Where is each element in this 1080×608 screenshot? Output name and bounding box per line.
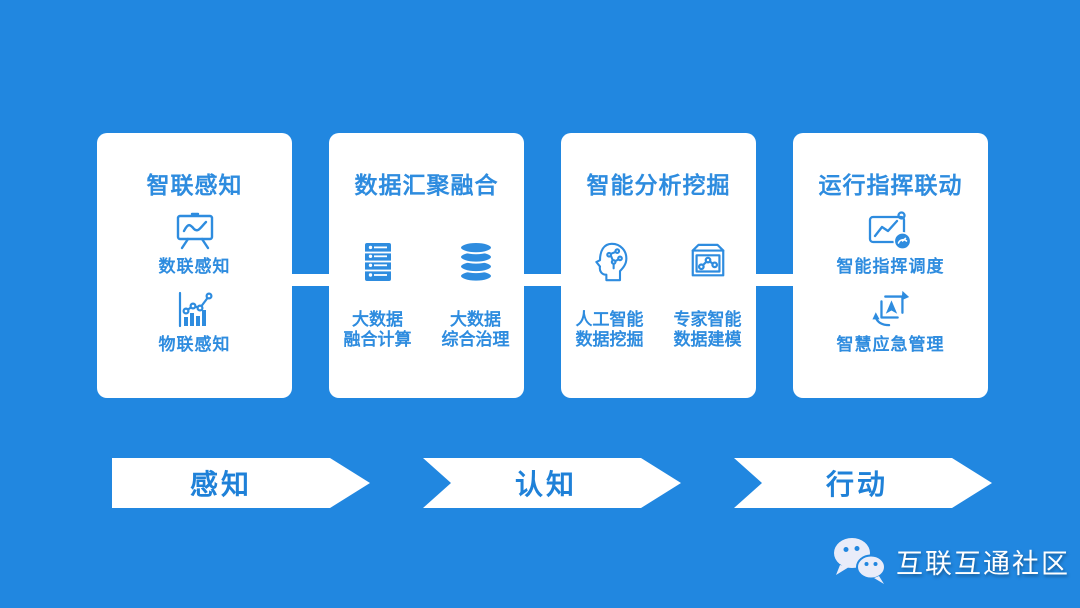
server-rack-icon (361, 242, 395, 282)
watermark: 互联互通社区 (830, 534, 1070, 588)
item-label: 大数据 综合治理 (441, 310, 510, 349)
card-item: 智慧应急管理 (837, 276, 945, 354)
flow-arrow-cognize: 认知 (423, 458, 681, 508)
card-item: 数联感知 (159, 198, 231, 276)
card-item: 物联感知 (159, 276, 231, 354)
model-box-icon (686, 242, 730, 282)
wechat-icon (830, 534, 888, 588)
card-command-linkage: 运行指挥联动 智能指挥调度 智慧应急管理 (793, 133, 988, 398)
card-columns: 大数据 融合计算 大数据 综合治理 (334, 198, 520, 350)
card-item: 大数据 融合计算 (334, 198, 422, 350)
command-dashboard-icon (868, 211, 913, 250)
ai-head-icon (590, 242, 630, 282)
card-title: 数据汇聚融合 (354, 172, 499, 198)
card-perception: 智联感知 数联感知 (97, 133, 292, 398)
watermark-text: 互联互通社区 (896, 548, 1070, 579)
flow-arrow-label: 感知 (189, 469, 252, 500)
card-item: 大数据 综合治理 (432, 198, 520, 350)
card-item: 人工智能 数据挖掘 (566, 198, 654, 350)
growth-chart-icon (175, 290, 215, 328)
item-label: 物联感知 (158, 335, 231, 354)
flow-arrow-act: 行动 (734, 458, 992, 508)
flow-arrow-label: 行动 (825, 469, 888, 500)
card-title: 智联感知 (146, 172, 243, 198)
card-connector (524, 274, 561, 286)
database-icon (456, 241, 496, 283)
item-label: 数联感知 (158, 257, 231, 276)
flow-arrow-label: 认知 (514, 469, 577, 500)
card-item: 智能指挥调度 (837, 198, 945, 276)
item-label: 智慧应急管理 (836, 335, 945, 354)
sync-arrow-icon (871, 290, 911, 328)
item-label: 智能指挥调度 (836, 257, 945, 276)
item-label: 人工智能 数据挖掘 (575, 310, 644, 349)
item-label: 大数据 融合计算 (343, 310, 412, 349)
card-data-fusion: 数据汇聚融合 大数据 融合计算 (329, 133, 524, 398)
flow-arrow-perceive: 感知 (112, 458, 370, 508)
card-analysis-mining: 智能分析挖掘 人工智能 数据挖掘 (561, 133, 756, 398)
presentation-chart-icon (175, 212, 215, 250)
item-label: 专家智能 数据建模 (673, 310, 742, 349)
card-columns: 人工智能 数据挖掘 专家智能 数据建模 (566, 198, 752, 350)
card-connector (292, 274, 329, 286)
card-item: 专家智能 数据建模 (664, 198, 752, 350)
card-connector (756, 274, 793, 286)
card-title: 运行指挥联动 (818, 172, 963, 198)
card-title: 智能分析挖掘 (586, 172, 731, 198)
